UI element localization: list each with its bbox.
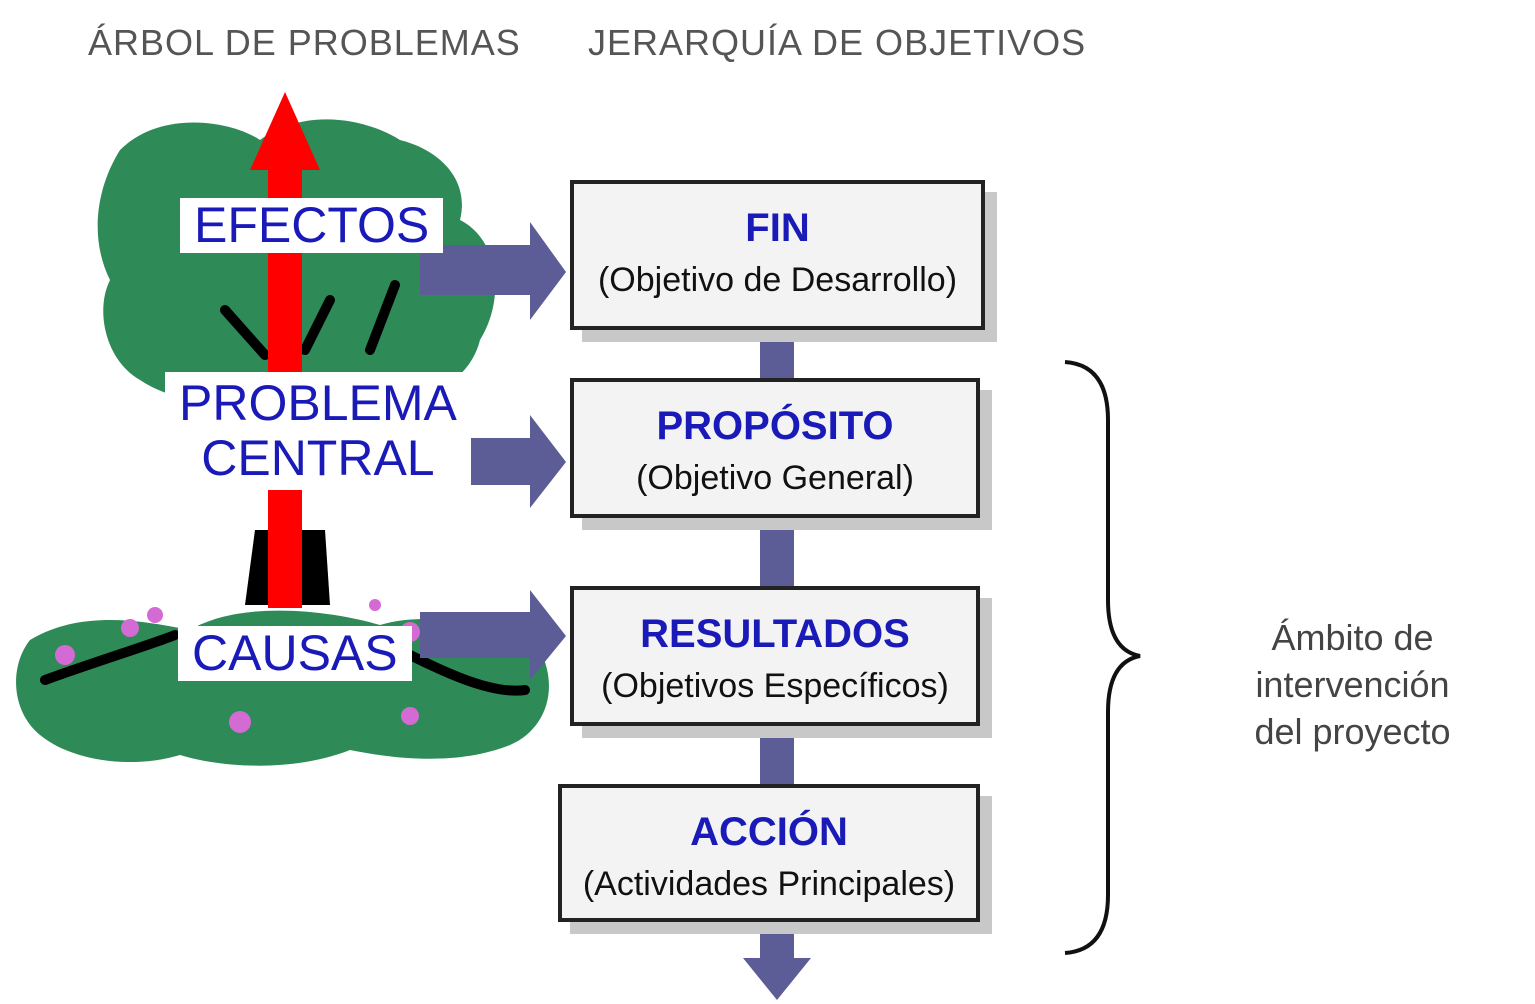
objective-subtitle: (Objetivo de Desarrollo)	[597, 261, 958, 299]
objective-box-accion: ACCIÓN (Actividades Principales)	[558, 784, 980, 922]
causes-label: CAUSAS	[178, 626, 412, 681]
central-problem-line1: PROBLEMA	[179, 375, 457, 431]
tree-branches	[40, 280, 530, 696]
effects-label: EFECTOS	[180, 198, 444, 253]
tree-to-objective-arrows	[420, 222, 566, 680]
objective-box-resultados: RESULTADOS (Objetivos Específicos)	[570, 586, 980, 726]
problem-tree-header: ÁRBOL DE PROBLEMAS	[88, 22, 521, 63]
objective-subtitle: (Objetivo General)	[636, 459, 914, 497]
objective-subtitle: (Objetivos Específicos)	[601, 667, 949, 705]
objective-title: FIN	[745, 206, 810, 250]
objective-hierarchy-header: JERARQUÍA DE OBJETIVOS	[588, 22, 1087, 63]
central-problem-label: PROBLEMA CENTRAL	[165, 372, 471, 490]
objective-subtitle: (Actividades Principales)	[582, 865, 956, 903]
project-scope-line2: del proyecto	[1254, 710, 1451, 752]
objective-title: PROPÓSITO	[656, 404, 894, 448]
central-problem-line2: CENTRAL	[201, 430, 435, 486]
objective-box-fin: FIN (Objetivo de Desarrollo)	[570, 180, 985, 330]
project-scope-line1: Ámbito de intervención	[1255, 617, 1450, 705]
objective-box-proposito: PROPÓSITO (Objetivo General)	[570, 378, 980, 518]
scope-brace	[1064, 360, 1141, 955]
project-scope-label: Ámbito de intervención del proyecto	[1170, 615, 1535, 755]
objective-title: RESULTADOS	[640, 612, 910, 656]
objective-connectors	[743, 330, 811, 1000]
objective-title: ACCIÓN	[690, 810, 848, 854]
